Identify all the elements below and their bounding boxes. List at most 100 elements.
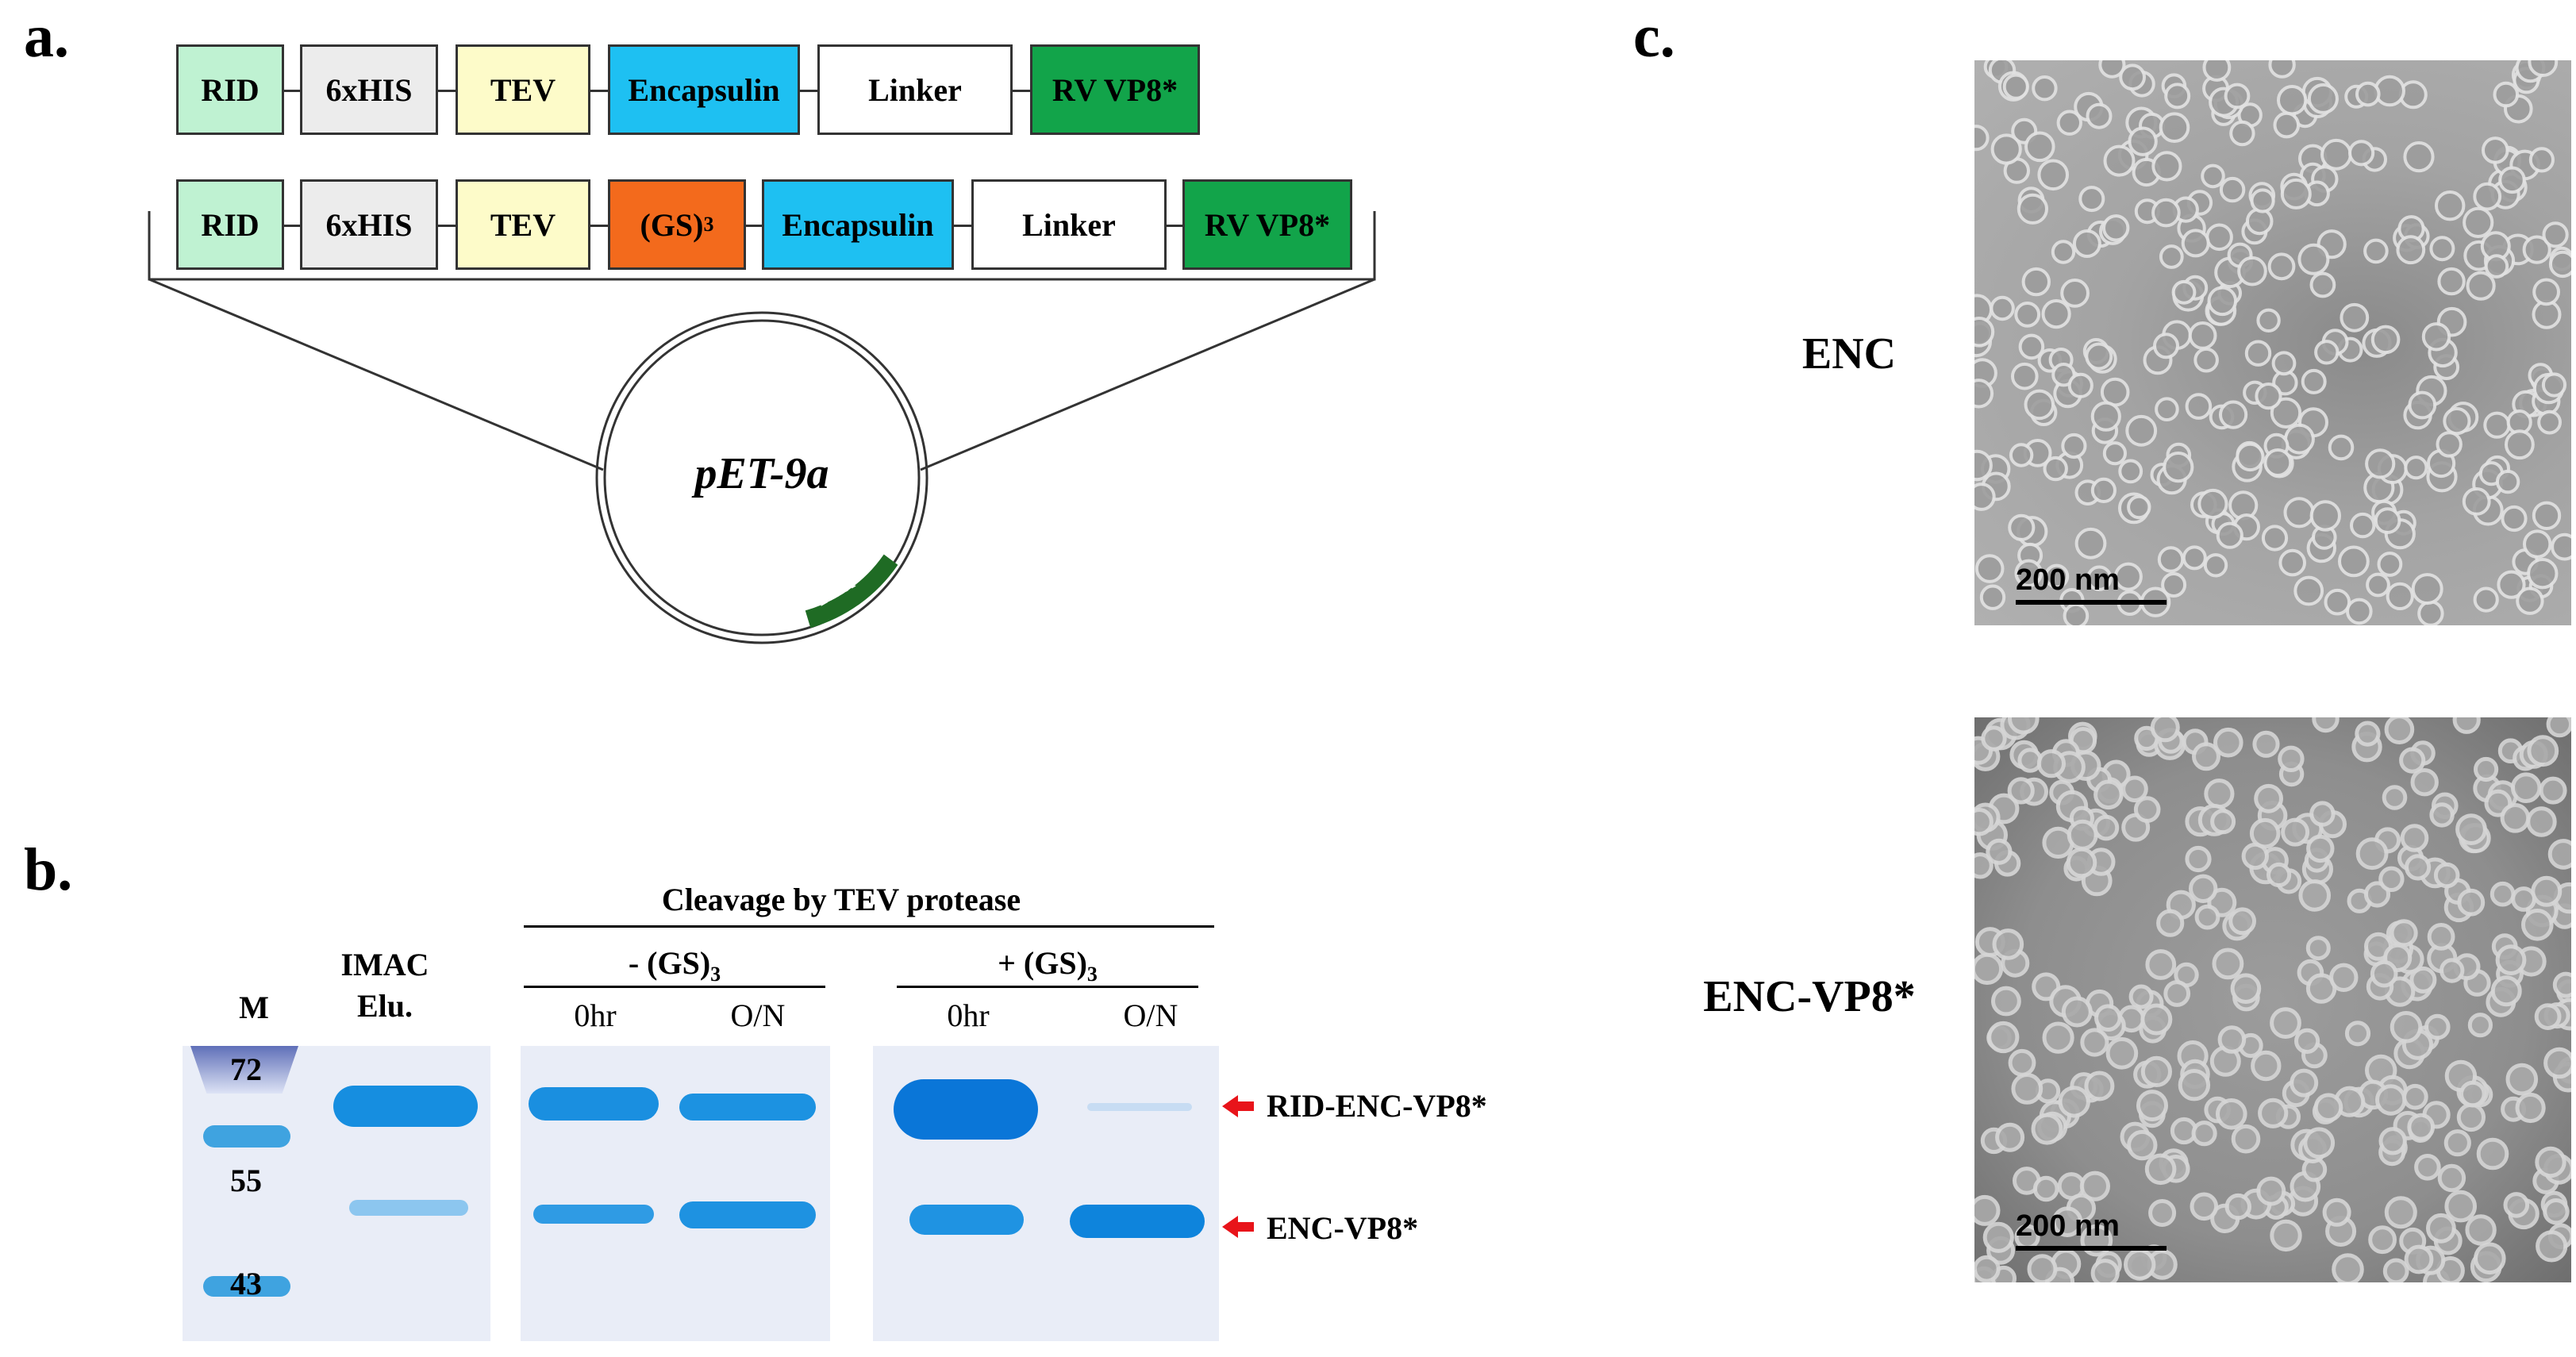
kan-resistance-label: KanR	[811, 562, 863, 611]
imac-band-lower	[349, 1200, 468, 1216]
em-particle	[2192, 742, 2220, 771]
em-particle	[1995, 1122, 2025, 1152]
construct-box-rid: RID	[176, 44, 284, 135]
em-particle	[2437, 1163, 2466, 1193]
construct-box-tev: TEV	[456, 179, 590, 270]
em-particle	[2056, 110, 2083, 136]
construct-connector	[590, 225, 608, 227]
em-particle	[2370, 959, 2398, 988]
em-particle	[2027, 1254, 2058, 1282]
em-particle	[1974, 952, 2004, 985]
em-particle	[2245, 207, 2274, 236]
em-particle	[2258, 1098, 2289, 1128]
em-particle	[2201, 163, 2225, 189]
em-particle	[2375, 1084, 2407, 1116]
plus-0hr-band-upper	[894, 1079, 1038, 1140]
em-particle	[2409, 966, 2437, 994]
em-particle	[2067, 819, 2098, 851]
em-particle	[2541, 372, 2567, 398]
em-particle	[2390, 1011, 2423, 1044]
em-particle	[2011, 1073, 2043, 1105]
em-particle	[2216, 1098, 2247, 1130]
em-particle	[1974, 808, 1994, 836]
group-plus-gs: + (GS)3	[998, 945, 1098, 986]
marker-band-43	[203, 1276, 290, 1297]
construct-connector	[438, 225, 456, 227]
em-particle	[2366, 572, 2390, 598]
em-particle	[2417, 600, 2444, 625]
em-particle	[1981, 725, 2007, 752]
em-particle	[2189, 874, 2218, 904]
em-particle	[2207, 286, 2238, 317]
em-particle	[2252, 730, 2280, 758]
em-particle	[2079, 1171, 2110, 1201]
gel-middle	[521, 1046, 830, 1341]
em-particle	[2121, 775, 2148, 803]
em-particle	[2489, 881, 2516, 907]
em-particle	[2270, 397, 2302, 429]
em-particle	[2270, 1007, 2301, 1040]
row-label-enc-vp8: ENC-VP8*	[1703, 972, 1916, 1021]
em-particle	[2067, 372, 2093, 398]
em-particle	[2402, 1083, 2428, 1110]
em-particle	[2266, 862, 2292, 888]
em-particle	[2127, 1129, 2158, 1161]
em-particle	[1992, 928, 2024, 960]
panel-c-letter: c.	[1633, 3, 1675, 70]
em-particle	[2018, 333, 2045, 360]
em-particle	[2151, 151, 2182, 182]
em-particle	[2374, 507, 2401, 534]
em-particle	[2219, 176, 2246, 203]
em-particle	[2314, 340, 2340, 365]
em-particle	[2473, 182, 2502, 211]
em-particle	[1991, 986, 2021, 1017]
em-particle	[2051, 1206, 2083, 1238]
em-particle	[2411, 573, 2443, 605]
em-particle	[2322, 1197, 2351, 1227]
em-particle	[2273, 111, 2301, 139]
em-particle	[2501, 505, 2528, 532]
em-particle	[2011, 362, 2039, 390]
em-particle	[2382, 1258, 2409, 1282]
em-particle	[2543, 1047, 2571, 1079]
em-particle	[2228, 907, 2257, 936]
em-particle	[2377, 552, 2403, 577]
em-particle	[2278, 745, 2305, 772]
em-particle	[2511, 886, 2536, 912]
imac-band-upper	[333, 1086, 478, 1127]
em-image-enc: 200 nm	[1974, 60, 2571, 625]
em-particle	[2128, 984, 2154, 1009]
cleavage-title: Cleavage by TEV protease	[661, 882, 1021, 917]
em-particle	[2159, 244, 2184, 269]
em-particle	[2410, 768, 2439, 797]
construct-box-rv-vp8: RV VP8*	[1030, 44, 1200, 135]
em-particle	[2249, 817, 2281, 849]
em-particle	[2224, 1193, 2251, 1221]
em-particle	[2497, 570, 2526, 599]
scale-bar-enc-vp8	[2016, 1246, 2167, 1251]
em-particle	[1979, 584, 2006, 610]
em-particle	[2061, 996, 2093, 1028]
em-particle	[2355, 81, 2381, 107]
em-particle	[2085, 342, 2113, 371]
em-particle	[2515, 1092, 2546, 1124]
em-particle	[2044, 563, 2070, 589]
em-particle	[2250, 188, 2275, 213]
em-particle	[2191, 1121, 2217, 1147]
em-particle	[2405, 854, 2432, 881]
em-particle	[2390, 919, 2418, 948]
em-particle	[2328, 434, 2355, 461]
em-particles-enc-vp8	[1974, 717, 2571, 1282]
em-particle	[2433, 862, 2460, 889]
em-particle	[2084, 1071, 2115, 1101]
em-particle	[2036, 749, 2067, 778]
em-particle	[2202, 60, 2232, 82]
em-particle	[2329, 963, 2359, 992]
em-particle	[2370, 325, 2401, 355]
construct-connector	[1167, 225, 1182, 227]
em-particle	[2483, 411, 2511, 439]
em-particle	[2473, 586, 2499, 613]
em-particle	[2474, 756, 2499, 782]
em-particle	[2113, 562, 2143, 591]
em-particle	[2236, 442, 2265, 472]
